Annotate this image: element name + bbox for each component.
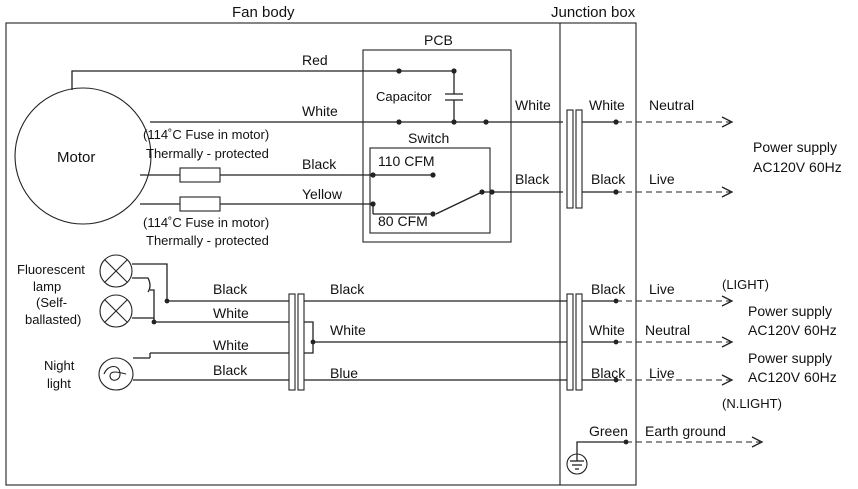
capacitor-label: Capacitor: [376, 89, 432, 104]
mid-white-label: White: [330, 322, 366, 338]
red-wire: [71, 70, 454, 90]
junction-dot: [483, 119, 489, 125]
fan-power-label-2: AC120V 60Hz: [753, 159, 842, 175]
nlight-tag-label: (N.LIGHT): [722, 396, 782, 411]
motor-symbol: [14, 87, 152, 225]
mid-white-link: [304, 342, 314, 354]
junction-dot: [310, 339, 316, 345]
red-wire-label: Red: [302, 52, 328, 68]
arrow-head: [721, 186, 734, 198]
arrow-head: [721, 116, 734, 128]
terminal-block-fan-a: [566, 109, 574, 209]
jb-black-nlight-label: Black: [591, 365, 626, 381]
switch-speed-low: 80 CFM: [378, 213, 428, 229]
lamp-black-label: Black: [213, 281, 248, 297]
nlight-power-label-1: Power supply: [748, 350, 832, 366]
fuse-note-2: (114˚C Fuse in motor): [143, 215, 269, 230]
pcb-box: [362, 49, 512, 243]
mid-black-label: Black: [330, 281, 365, 297]
fuse-1-symbol: [179, 167, 221, 183]
fuse-note-1: (114˚C Fuse in motor): [143, 127, 269, 142]
fan-body-enclosure: [5, 22, 637, 486]
junction-dot: [396, 119, 402, 125]
fan-live-label: Live: [649, 171, 675, 187]
black-motor-label: Black: [302, 156, 337, 172]
motor-label: Motor: [57, 149, 95, 166]
arrow-head: [721, 295, 734, 307]
junction-dot: [489, 189, 495, 195]
fluorescent-label-3: (Self-: [36, 295, 67, 310]
lamp-cross: [104, 299, 128, 323]
light-power-label-2: AC120V 60Hz: [748, 322, 837, 338]
arrow-head: [721, 336, 734, 348]
pcb-title: PCB: [424, 32, 453, 48]
light-live-label: Live: [649, 281, 675, 297]
switch-label: Switch: [408, 130, 449, 146]
lamp-bottom-wire: [132, 289, 155, 319]
lamp-top-wire: [132, 263, 292, 302]
junction-dot: [451, 68, 457, 74]
junction-dot: [151, 319, 157, 325]
junction-dot: [164, 298, 170, 304]
junction-box-title: Junction box: [551, 4, 636, 21]
junction-dot: [479, 189, 485, 195]
night-light-label-2: light: [47, 376, 71, 391]
terminal-block-mid-b: [297, 293, 305, 391]
protect-note-2: Thermally - protected: [146, 233, 269, 248]
mid-white-wire: [304, 321, 567, 343]
jb-white-fan-label: White: [589, 97, 625, 113]
terminal-block-mid-a: [288, 293, 296, 391]
green-wire-label: Green: [589, 423, 628, 439]
pcb-black-out-label: Black: [515, 171, 550, 187]
lamp-white-label: White: [213, 305, 249, 321]
nlight-power-label-2: AC120V 60Hz: [748, 369, 837, 385]
fluorescent-label-1: Fluorescent: [17, 262, 85, 277]
lamp-crossover: [132, 277, 151, 293]
pcb-white-out-label: White: [515, 97, 551, 113]
night-black-label: Black: [213, 362, 248, 378]
arrow-head: [721, 374, 734, 386]
earth-ground-label: Earth ground: [645, 423, 726, 439]
fluorescent-label-4: ballasted): [25, 312, 81, 327]
arrow-head: [751, 436, 764, 448]
mid-blue-label: Blue: [330, 365, 358, 381]
fan-power-label-1: Power supply: [753, 139, 837, 155]
lamp-cross: [104, 259, 128, 283]
junction-dot: [370, 172, 376, 178]
night-light-filament: [103, 365, 127, 381]
light-tag-label: (LIGHT): [722, 277, 769, 292]
white-motor-label: White: [302, 103, 338, 119]
protect-note-1: Thermally - protected: [146, 146, 269, 161]
fan-neutral-label: Neutral: [649, 97, 694, 113]
junction-dot: [451, 119, 457, 125]
night-light-symbol: [98, 357, 134, 391]
fuse-2-symbol: [179, 196, 221, 212]
jb-white-light-label: White: [589, 322, 625, 338]
light-neutral-label: Neutral: [645, 322, 690, 338]
yellow-motor-label: Yellow: [302, 186, 343, 202]
fluorescent-label-2: lamp: [33, 279, 61, 294]
night-light-label-1: Night: [44, 358, 75, 373]
night-white-label: White: [213, 337, 249, 353]
jb-black-fan-label: Black: [591, 171, 626, 187]
switch-lever: [435, 191, 483, 215]
terminal-block-fan-b: [575, 109, 583, 209]
light-power-label-1: Power supply: [748, 303, 832, 319]
fluorescent-lamp-1: [99, 254, 133, 288]
nlight-live-label: Live: [649, 365, 675, 381]
junction-dot: [430, 172, 436, 178]
fan-body-title: Fan body: [232, 4, 295, 21]
jb-black-light-label: Black: [591, 281, 626, 297]
terminal-block-light-b: [575, 293, 583, 391]
earth-wire: [576, 441, 626, 452]
switch-speed-high: 110 CFM: [378, 153, 435, 169]
fluorescent-lamp-2: [99, 294, 133, 328]
terminal-block-light-a: [566, 293, 574, 391]
junction-dot: [396, 68, 402, 74]
